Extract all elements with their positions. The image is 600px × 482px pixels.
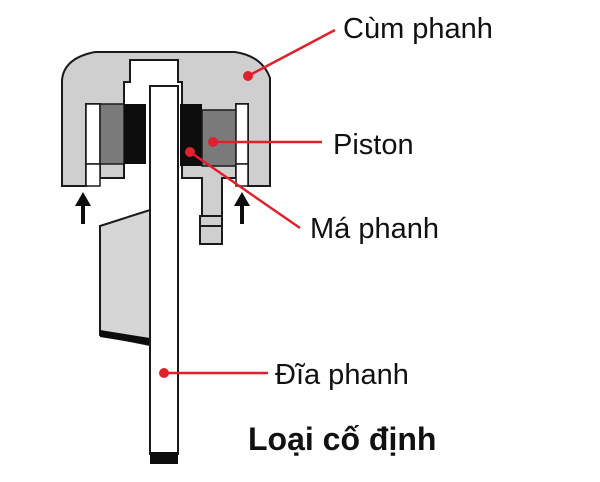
piston-left-seal xyxy=(85,103,101,165)
piston-right-boot xyxy=(235,163,249,187)
brake-disc xyxy=(149,85,179,455)
piston-right-seal xyxy=(235,103,249,165)
brake-pad-left xyxy=(124,104,146,164)
arrow-up-left xyxy=(75,192,91,224)
piston-left-boot xyxy=(85,163,101,187)
brake-disc-edge xyxy=(150,452,178,464)
label-pad: Má phanh xyxy=(310,213,439,245)
arrow-up-right xyxy=(234,192,250,224)
piston-left xyxy=(99,103,125,165)
caliper-body xyxy=(61,51,271,217)
label-caliper: Cùm phanh xyxy=(343,13,493,45)
hub-flange-shadow xyxy=(100,330,150,345)
leader-piston xyxy=(208,137,322,147)
leader-pad xyxy=(185,147,301,230)
diagram-title: Loại cố định xyxy=(248,421,436,457)
caliper-lug xyxy=(199,215,223,245)
label-disc: Đĩa phanh xyxy=(275,359,409,391)
piston-right xyxy=(201,109,237,167)
label-piston: Piston xyxy=(333,129,414,161)
hub-flange xyxy=(99,208,151,347)
leader-disc xyxy=(159,368,268,378)
leader-caliper xyxy=(243,28,336,81)
